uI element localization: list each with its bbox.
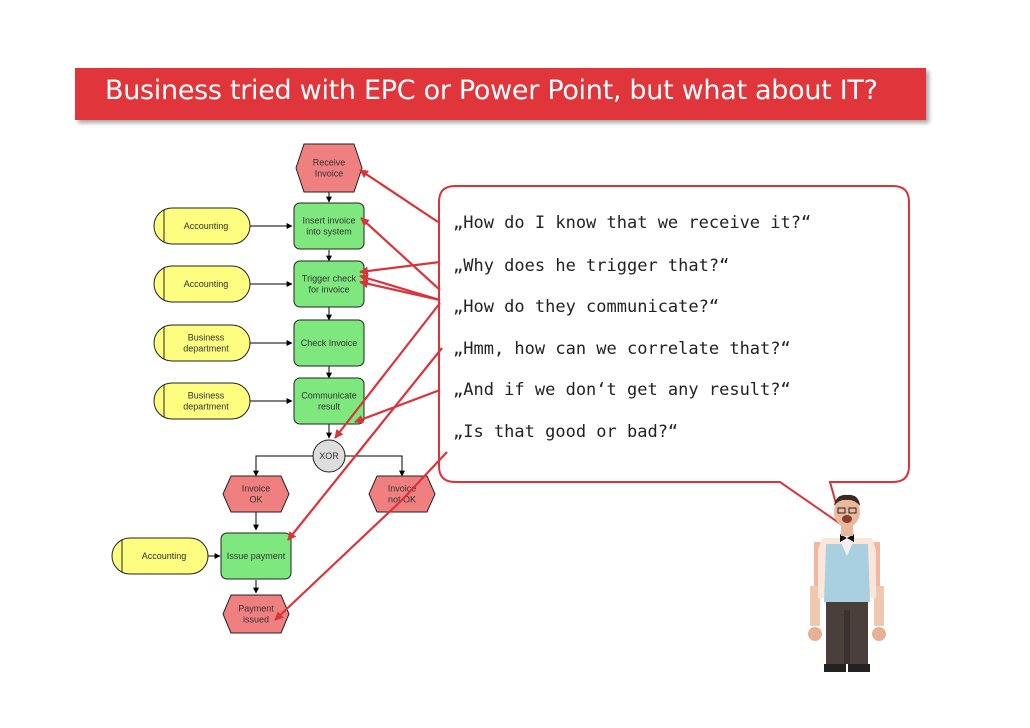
- check-invoice-node: Check Invoice: [293, 319, 365, 367]
- org-accounting-1-label: Accounting: [184, 221, 229, 231]
- org-accounting-2-label: Accounting: [184, 279, 229, 289]
- trigger-check-label: for invoice: [308, 285, 349, 295]
- invoice-not-ok-shape: [368, 475, 436, 513]
- org-accounting-3-node: Accounting: [111, 537, 209, 575]
- receive-invoice-label: Receive: [313, 158, 346, 168]
- org-accounting-1-node: Accounting: [153, 207, 251, 245]
- communicate-result-label: result: [318, 402, 341, 412]
- insert-invoice-label: Insert invoice: [302, 216, 355, 226]
- org-business-1-label: department: [183, 344, 229, 354]
- invoice-not-ok-label: Invoice: [388, 484, 417, 494]
- question-good-bad: „Is that good or bad?“: [453, 422, 678, 442]
- org-business-1-label: Business: [188, 333, 225, 343]
- issue-payment-label: Issue payment: [227, 551, 286, 561]
- flow-connectors: [207, 192, 405, 594]
- xor-node: XOR: [312, 439, 346, 473]
- org-accounting-1-shape: [153, 207, 251, 245]
- receive-invoice-shape: [295, 143, 363, 193]
- check-invoice-shape: [293, 319, 365, 367]
- frustrated-person-illustration: [808, 494, 886, 672]
- insert-invoice-label: into system: [306, 227, 352, 237]
- question-list: „How do I know that we receive it?“ „Why…: [453, 213, 811, 442]
- org-accounting-2-shape: [153, 265, 251, 303]
- check-invoice-label: Check Invoice: [301, 338, 358, 348]
- page-title: Business tried with EPC or Power Point, …: [105, 75, 878, 106]
- invoice-ok-label: Invoice: [242, 484, 271, 494]
- payment-issued-label: issued: [243, 615, 269, 625]
- issue-payment-node: Issue payment: [220, 532, 292, 580]
- payment-issued-label: Payment: [238, 604, 274, 614]
- question-trigger: „Why does he trigger that?“: [453, 256, 729, 276]
- question-result: „And if we don‘t get any result?“: [453, 380, 791, 400]
- communicate-result-label: Communicate: [301, 391, 357, 401]
- org-accounting-2-node: Accounting: [153, 265, 251, 303]
- invoice-ok-shape: [222, 475, 290, 513]
- trigger-check-label: Trigger check: [302, 274, 357, 284]
- issue-payment-shape: [220, 532, 292, 580]
- xor-shape: [312, 439, 346, 473]
- org-business-2-label: Business: [188, 391, 225, 401]
- org-accounting-3-shape: [111, 537, 209, 575]
- org-accounting-3-label: Accounting: [142, 551, 187, 561]
- org-business-1-shape: [153, 324, 251, 362]
- org-business-2-shape: [153, 382, 251, 420]
- question-correlate: „Hmm, how can we correlate that?“: [453, 339, 791, 359]
- annotation-arrows: [274, 169, 448, 621]
- xor-label: XOR: [319, 451, 339, 461]
- question-communicate: „How do they communicate?“: [453, 297, 719, 317]
- invoice-ok-label: OK: [249, 495, 262, 505]
- title-banner: Business tried with EPC or Power Point, …: [75, 68, 926, 120]
- org-business-2-label: department: [183, 402, 229, 412]
- payment-issued-shape: [222, 594, 290, 634]
- question-receive: „How do I know that we receive it?“: [453, 213, 811, 233]
- receive-invoice-label: Invoice: [315, 169, 344, 179]
